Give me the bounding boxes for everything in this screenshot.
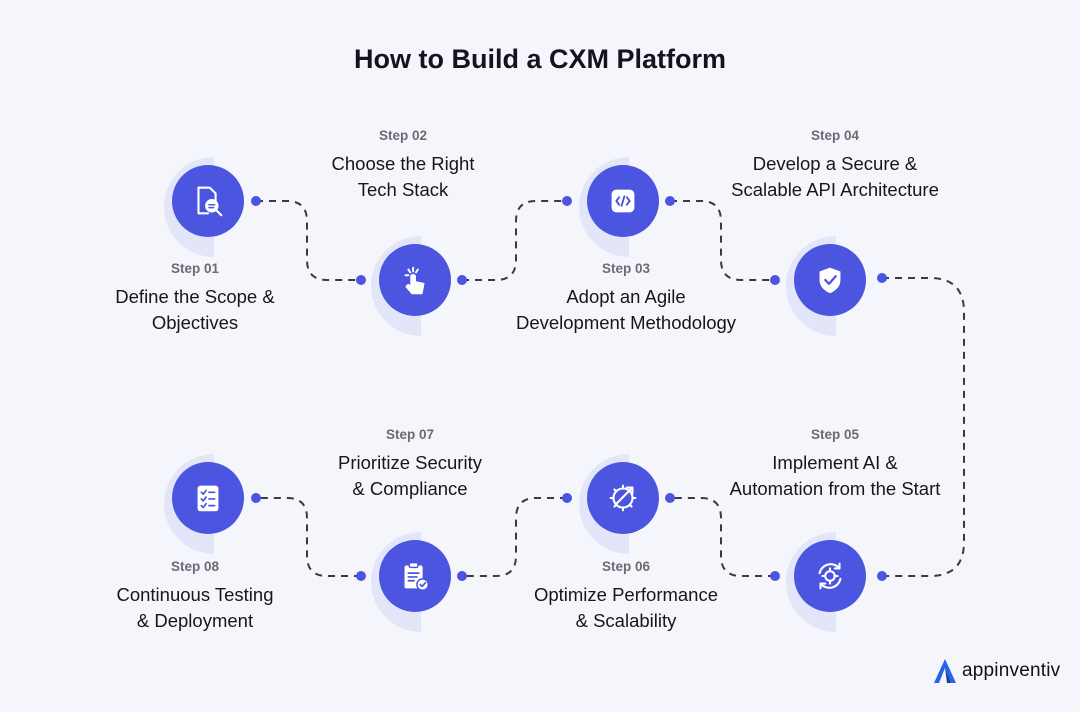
code-window-icon	[587, 165, 659, 237]
step-01-node	[164, 157, 264, 257]
gear-arrow-icon	[587, 462, 659, 534]
step-06-node	[579, 454, 679, 554]
step-number: Step 06	[601, 559, 651, 574]
document-search-icon	[172, 165, 244, 237]
brand-name: appinventiv	[962, 660, 1061, 681]
step-number: Step 04	[810, 128, 860, 143]
connector-5-6	[670, 497, 775, 577]
step-title-line1: Define the Scope &	[115, 286, 275, 307]
step-number: Step 08	[170, 559, 220, 574]
step-number: Step 05	[810, 427, 860, 442]
step-title-line1: Choose the Right	[331, 153, 475, 174]
step-title-line2: Objectives	[151, 312, 239, 333]
step-07-label: Step 07 Prioritize Security & Compliance	[280, 427, 540, 502]
connector-2-3	[462, 200, 567, 281]
step-title-line1: Develop a Secure &	[752, 153, 918, 174]
dot	[251, 196, 261, 206]
step-title-line2: Development Methodology	[515, 312, 737, 333]
dot	[770, 571, 780, 581]
step-01-label: Step 01 Define the Scope & Objectives	[65, 261, 325, 336]
dot	[356, 275, 366, 285]
step-02-node	[371, 236, 471, 336]
step-number: Step 01	[170, 261, 220, 276]
dot	[665, 493, 675, 503]
pointer-click-icon	[379, 244, 451, 316]
connector-3-4	[670, 200, 775, 281]
checklist-icon	[172, 462, 244, 534]
step-04-label: Step 04 Develop a Secure & Scalable API …	[705, 128, 965, 203]
brand-logo: appinventiv	[932, 656, 1060, 686]
step-title-line1: Adopt an Agile	[566, 286, 686, 307]
page-title: How to Build a CXM Platform	[353, 44, 726, 74]
connector-6-7	[462, 497, 567, 577]
step-number: Step 03	[601, 261, 651, 276]
step-title-line2: Scalable API Architecture	[731, 179, 939, 200]
step-08-node	[164, 454, 264, 554]
step-06-label: Step 06 Optimize Performance & Scalabili…	[496, 559, 756, 634]
dot	[356, 571, 366, 581]
step-number: Step 02	[378, 128, 428, 143]
step-08-label: Step 08 Continuous Testing & Deployment	[65, 559, 325, 634]
step-title-line1: Continuous Testing	[116, 584, 274, 605]
step-title-line1: Implement AI &	[772, 452, 898, 473]
dot	[877, 273, 887, 283]
dot	[665, 196, 675, 206]
step-title-line1: Optimize Performance	[533, 584, 719, 605]
brand-mark-icon	[934, 659, 956, 683]
step-03-node	[579, 157, 679, 257]
shield-check-icon	[794, 244, 866, 316]
step-title-line2: & Compliance	[352, 478, 468, 499]
dot	[457, 571, 467, 581]
connector-7-8	[256, 497, 361, 577]
dot	[562, 493, 572, 503]
step-title-line1: Prioritize Security	[338, 452, 482, 473]
step-04-node	[786, 236, 886, 336]
step-03-label: Step 03 Adopt an Agile Development Metho…	[496, 261, 756, 336]
step-title-line2: Tech Stack	[357, 179, 449, 200]
step-number: Step 07	[385, 427, 435, 442]
step-07-node	[371, 532, 471, 632]
step-05-node	[786, 532, 886, 632]
gear-refresh-icon	[794, 540, 866, 612]
dot	[877, 571, 887, 581]
step-title-line2: & Deployment	[136, 610, 254, 631]
clipboard-check-icon	[379, 540, 451, 612]
connector-1-2	[256, 200, 361, 281]
dot	[770, 275, 780, 285]
step-05-label: Step 05 Implement AI & Automation from t…	[705, 427, 965, 502]
step-title-line2: & Scalability	[575, 610, 677, 631]
dot	[457, 275, 467, 285]
dot	[251, 493, 261, 503]
step-title-line2: Automation from the Start	[729, 478, 941, 499]
dot	[562, 196, 572, 206]
step-02-label: Step 02 Choose the Right Tech Stack	[273, 128, 533, 203]
